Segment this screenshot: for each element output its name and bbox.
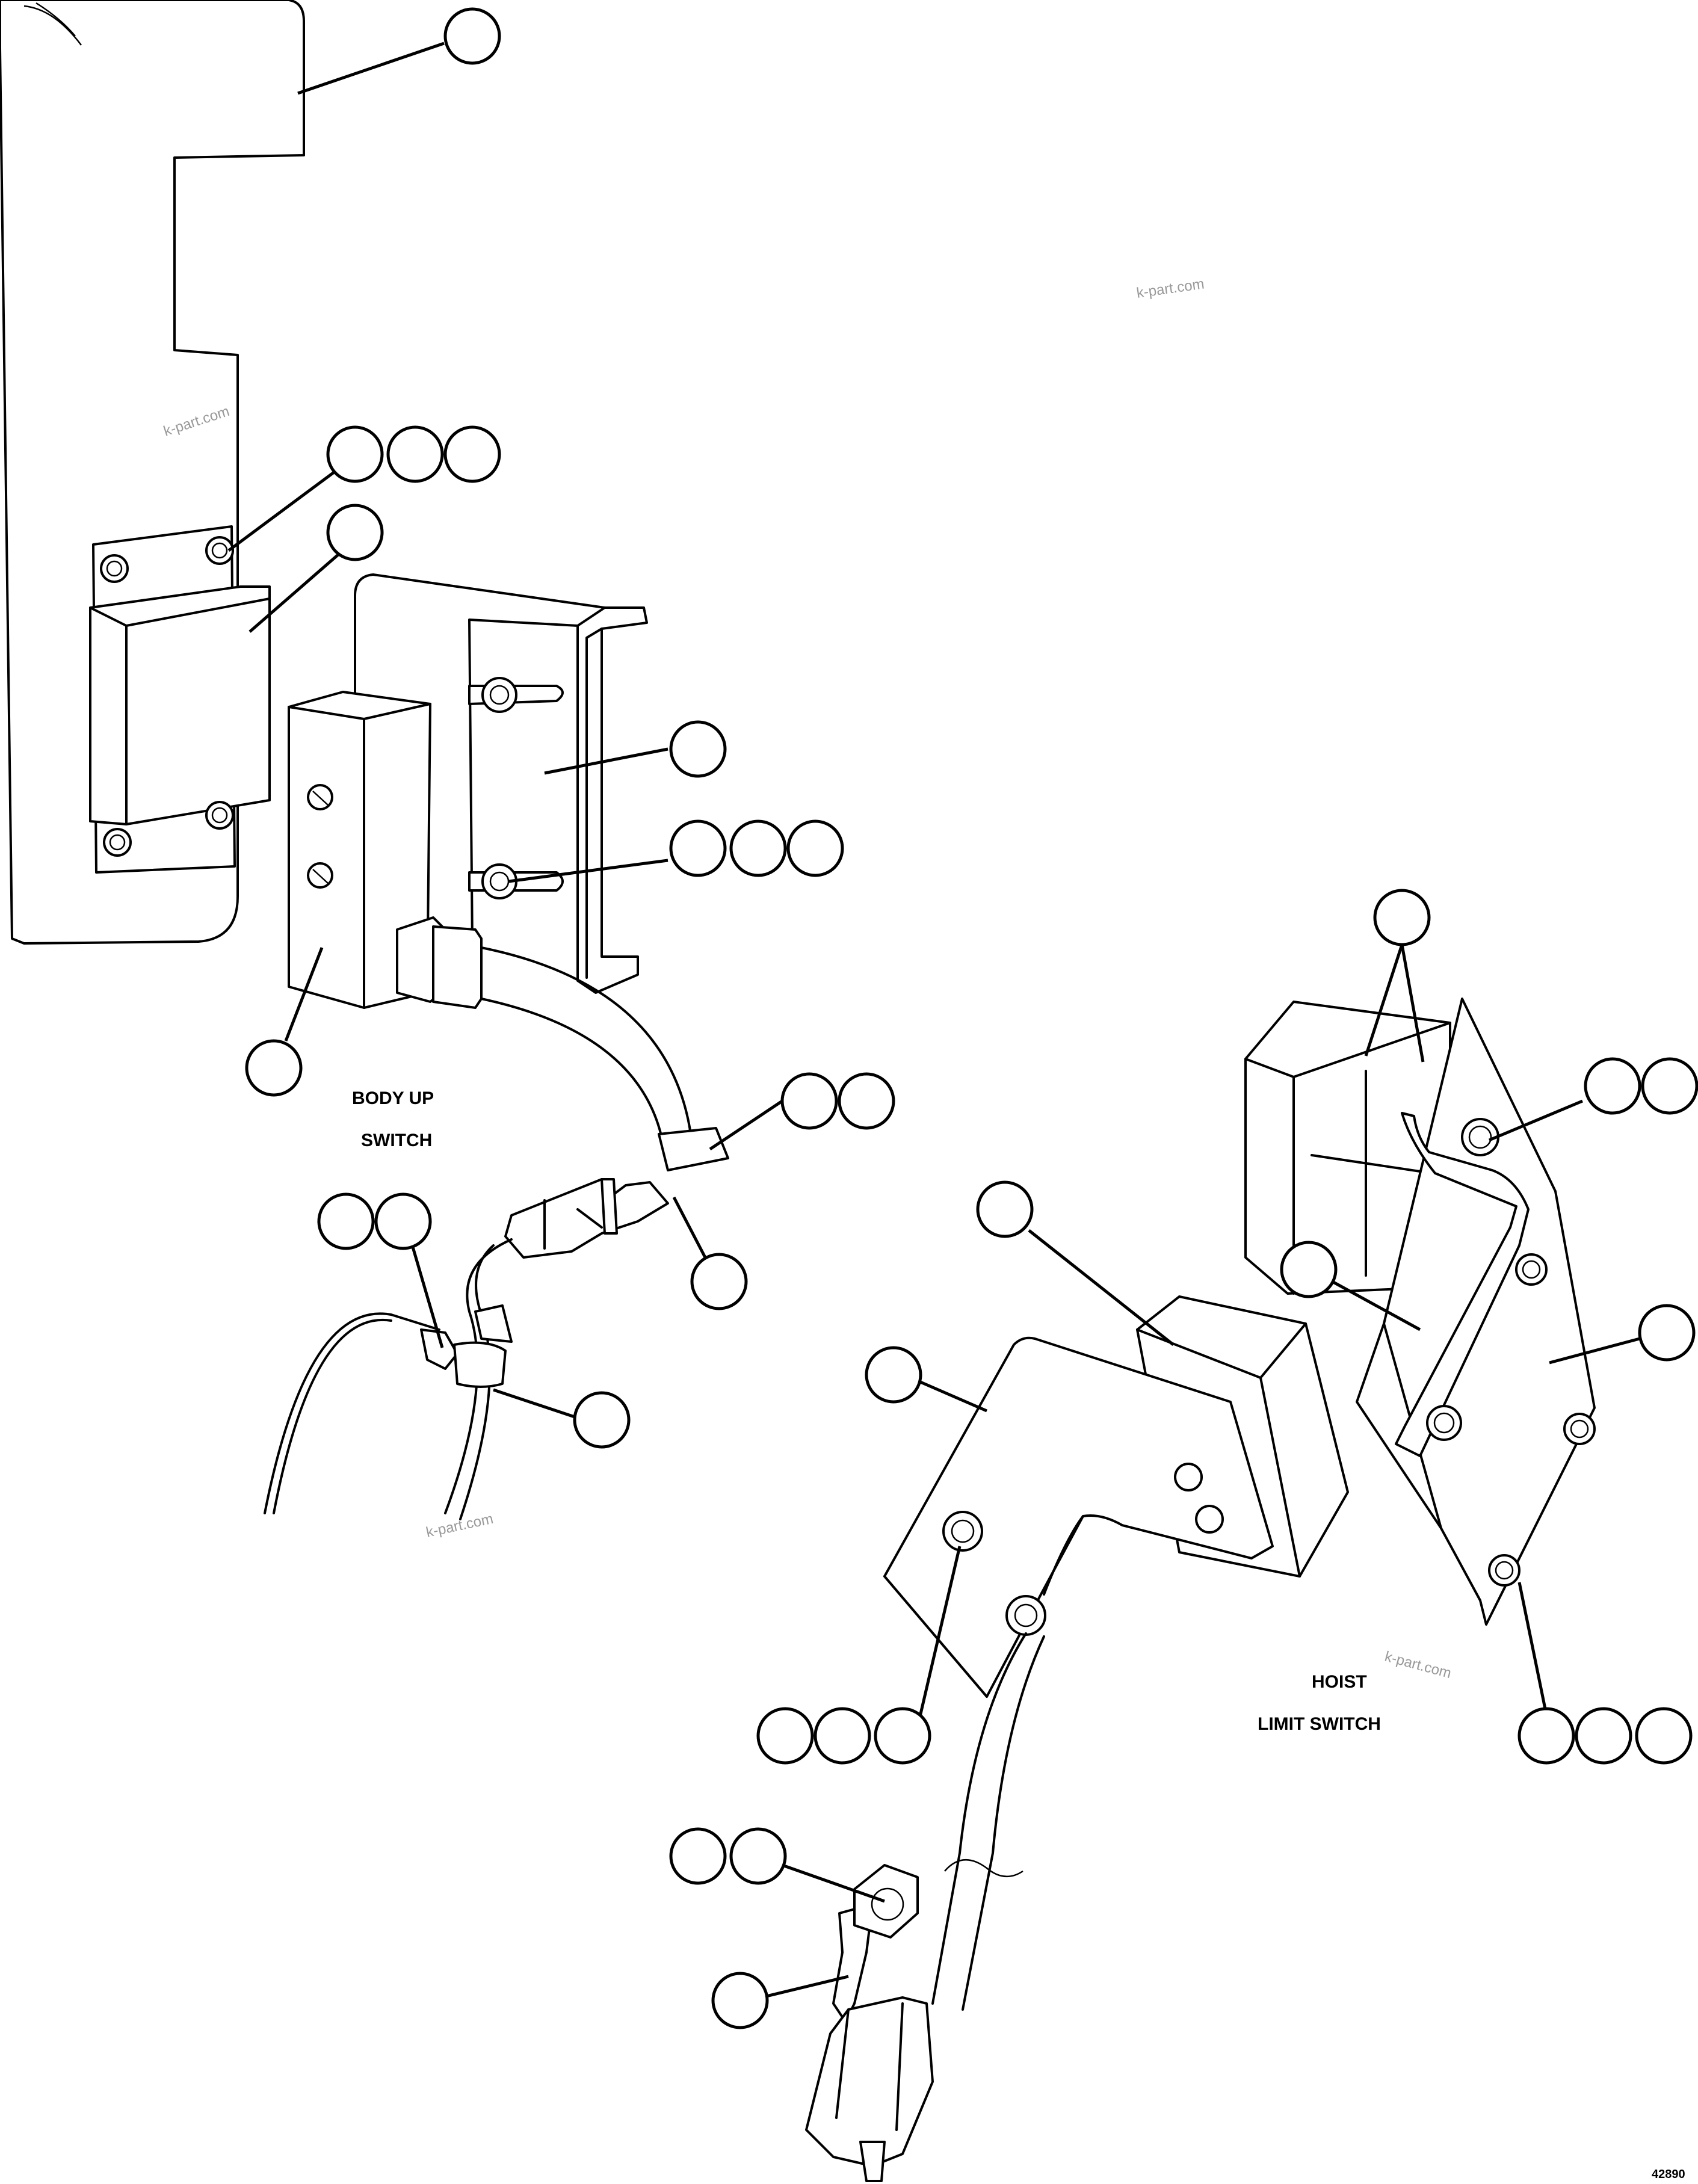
body-up-label-line2: SWITCH <box>361 1131 432 1150</box>
callout-hoist-bracket-fasteners-1 <box>756 1707 814 1765</box>
hoist-switch-blocks <box>1244 1001 1451 1295</box>
callout-connector <box>690 1253 748 1310</box>
connector <box>504 1178 669 1259</box>
callout-body-panel <box>443 7 501 65</box>
callout-hoist-switch-actuator <box>865 1346 922 1404</box>
callout-hoist-bracket-fasteners-2 <box>813 1707 871 1765</box>
hoist-bracket-bolts <box>942 1463 1224 1636</box>
body-up-cable <box>480 946 729 1171</box>
callout-hoist-plate-fasteners-1 <box>1517 1707 1575 1765</box>
callout-bracket-fasteners-1 <box>669 819 727 877</box>
callout-hoist-bracket <box>1280 1241 1338 1298</box>
callout-hoist-plate <box>1638 1304 1696 1362</box>
callout-hoist-plate-fasteners-2 <box>1575 1707 1632 1765</box>
callout-panel-fasteners-2 <box>386 425 444 483</box>
body-up-switch <box>288 691 483 1009</box>
callout-hoist-bracket-fasteners-3 <box>874 1707 931 1765</box>
ground-wire <box>264 1312 458 1514</box>
hoist-label-line2: LIMIT SWITCH <box>1258 1714 1381 1734</box>
callout-body-up-switch <box>245 1039 303 1097</box>
bracket-bolts <box>468 677 564 899</box>
figure-number: 42890 <box>1652 2168 1685 2181</box>
cable-clamp <box>444 1238 513 1520</box>
callout-bracket-fasteners-3 <box>786 819 844 877</box>
callout-cable-nut-2 <box>838 1072 895 1130</box>
callout-switch-bracket <box>669 720 727 778</box>
hoist-label-line1: HOIST <box>1312 1672 1367 1692</box>
callout-panel-fasteners-1 <box>326 425 384 483</box>
callout-cover-plate <box>326 504 384 561</box>
leader-lines <box>227 42 1640 1999</box>
callout-hoist-switch-blocks <box>1373 889 1431 946</box>
hoist-connector <box>805 1996 934 2182</box>
callout-hoist-switch-body <box>976 1180 1034 1238</box>
callout-cable-nut-1 <box>780 1072 838 1130</box>
callout-hoist-mount-bolt-1 <box>1584 1057 1641 1115</box>
callout-ground-nut-2 <box>729 1827 787 1885</box>
body-panel <box>0 0 305 945</box>
callout-ground-wire-clip-2 <box>374 1192 432 1250</box>
watermark: k-part.com <box>1383 1649 1453 1682</box>
hoist-bracket <box>1395 1112 1530 1457</box>
watermark: k-part.com <box>425 1511 495 1541</box>
hoist-angle-bracket <box>883 1336 1274 1698</box>
callout-cable-clamp <box>573 1391 631 1449</box>
callout-panel-fasteners-3 <box>443 425 501 483</box>
cover-bolts <box>100 536 234 857</box>
callout-ground-wire-clip-1 <box>317 1192 375 1250</box>
cover-plate <box>89 525 271 874</box>
callout-bubbles <box>245 7 1698 2029</box>
callout-bracket-fasteners-2 <box>729 819 787 877</box>
hoist-cable <box>931 1632 1045 2011</box>
callout-hoist-plate-fasteners-3 <box>1635 1707 1693 1765</box>
watermark: k-part.com <box>1135 276 1205 301</box>
callout-ground-nut-1 <box>669 1827 727 1885</box>
callout-ground-strap <box>711 1972 769 2029</box>
watermark: k-part.com <box>162 403 232 440</box>
callout-hoist-mount-bolt-2 <box>1641 1057 1698 1115</box>
body-up-label-line1: BODY UP <box>352 1088 434 1108</box>
